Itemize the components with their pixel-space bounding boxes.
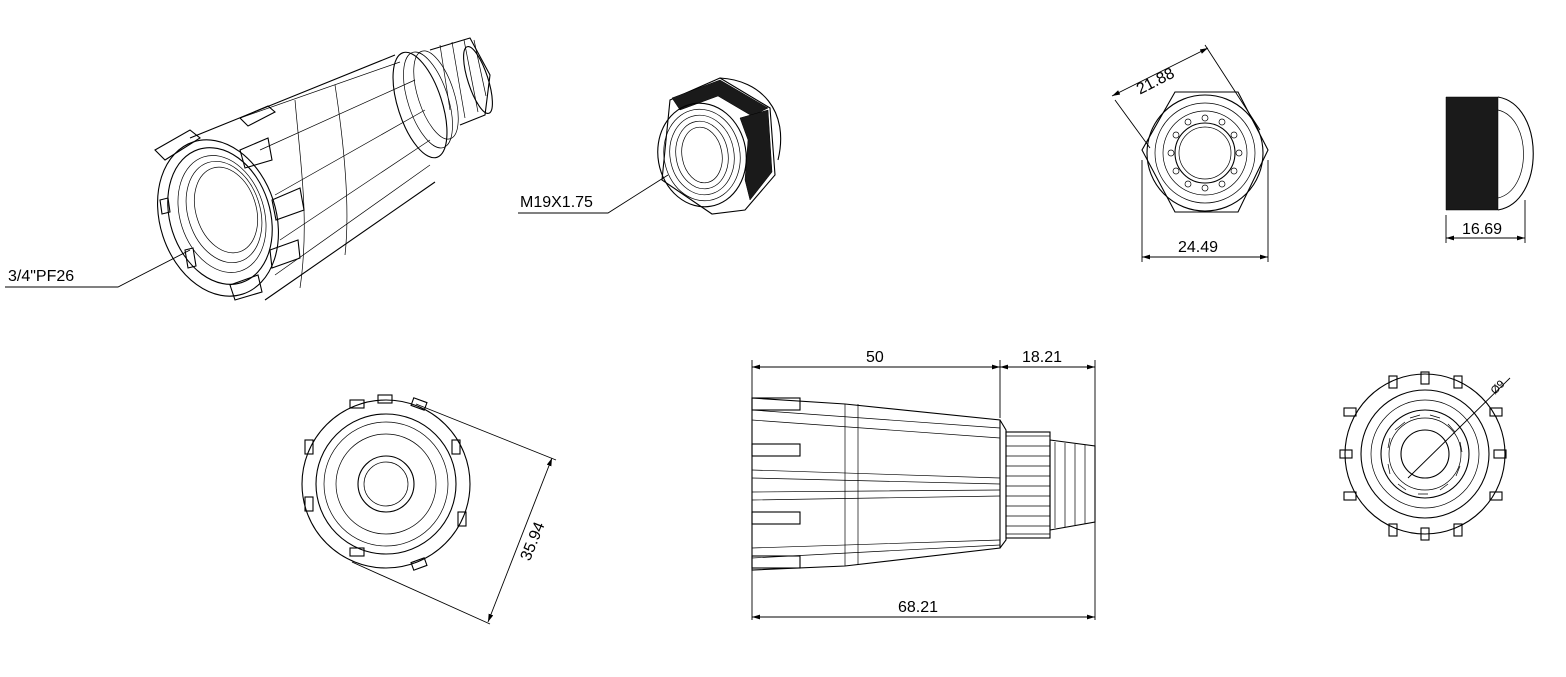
rear-lugs bbox=[1339, 371, 1507, 541]
label-m19x1-75: M19X1.75 bbox=[520, 194, 593, 211]
dim-cap-width: 24.49 bbox=[1178, 239, 1218, 256]
dim-overall-length: 68.21 bbox=[898, 599, 938, 616]
callout-thread-3-4: 3/4"PF26 bbox=[5, 249, 191, 288]
dim-thread-length: 18.21 bbox=[1022, 349, 1062, 366]
connector-face-view: 35.94 bbox=[301, 394, 557, 625]
dim-cap-height: 16.69 bbox=[1462, 221, 1502, 238]
thread-section bbox=[1005, 431, 1051, 539]
cap-isometric-view bbox=[657, 77, 782, 215]
dim-body-face-diameter: 35.94 bbox=[518, 520, 549, 564]
dim-cap-across-flats: 21.88 bbox=[1134, 65, 1177, 98]
cap-front-view: 24.49 21.88 bbox=[1111, 44, 1269, 262]
face-tabs bbox=[304, 394, 467, 571]
label-3-4-pf26: 3/4"PF26 bbox=[8, 268, 74, 285]
dim-body-length: 50 bbox=[866, 349, 884, 366]
cap-bead-ring bbox=[1167, 114, 1243, 192]
callout-thread-m19: M19X1.75 bbox=[518, 174, 669, 214]
connector-side-view: 50 18.21 68.21 bbox=[751, 349, 1096, 620]
cap-side-view: 16.69 bbox=[1445, 96, 1534, 243]
rear-serration bbox=[1387, 414, 1463, 495]
dim-bore-diameter: Ø9 bbox=[1489, 378, 1508, 397]
connector-rear-view: Ø9 bbox=[1339, 371, 1511, 541]
connector-isometric-view bbox=[154, 37, 493, 301]
